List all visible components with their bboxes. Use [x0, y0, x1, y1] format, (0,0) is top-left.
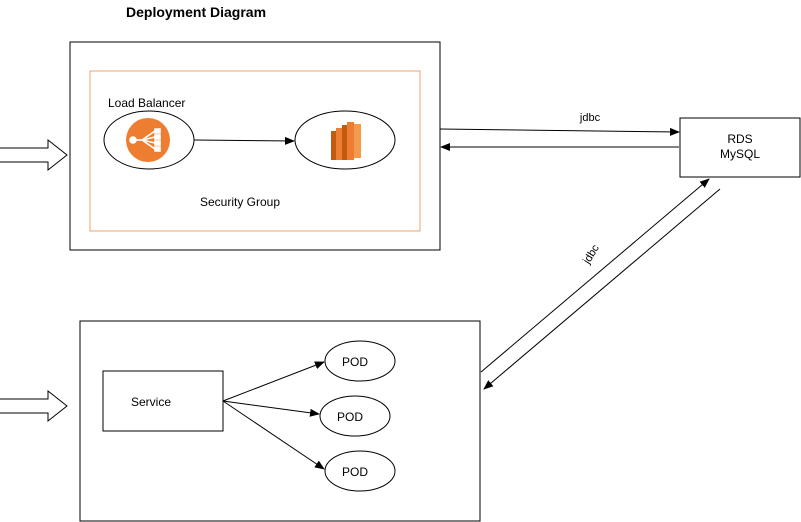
load-balancer-node[interactable] [103, 110, 195, 170]
pod-label: POD [342, 465, 368, 479]
rds-label: RDS [727, 132, 752, 146]
block-arrow-right-icon [0, 138, 68, 172]
load-balancer-label: Load Balancer [108, 96, 185, 110]
pod-label: POD [337, 410, 363, 424]
pod-label: POD [342, 355, 368, 369]
block-arrow-right-icon [0, 389, 68, 423]
service-to-pod-arrow[interactable] [222, 400, 320, 417]
lb-to-ec2-arrow[interactable] [193, 136, 295, 145]
top-to-rds-arrow[interactable] [439, 127, 680, 136]
service-box[interactable] [102, 370, 224, 432]
pod-node[interactable]: POD [324, 450, 396, 492]
top-jdbc-label: jdbc [579, 112, 601, 124]
bottom-to-rds-arrow[interactable] [480, 178, 710, 373]
diagram-title: Deployment Diagram [126, 4, 266, 20]
service-label: Service [131, 395, 171, 409]
service-to-pod-arrow[interactable] [222, 361, 325, 402]
pod-node[interactable]: POD [319, 395, 391, 437]
security-group-box[interactable] [89, 70, 421, 232]
mysql-label: MySQL [720, 147, 760, 161]
rds-mysql-box[interactable] [679, 117, 801, 178]
ec2-instance-icon [331, 122, 361, 160]
elastic-load-balancer-icon [126, 118, 170, 162]
ec2-instance-node[interactable] [294, 110, 396, 170]
rds-to-bottom-arrow[interactable] [483, 188, 721, 390]
pod-node[interactable]: POD [324, 340, 396, 382]
service-to-pod-arrow[interactable] [222, 400, 325, 470]
bottom-jdbc-label: jdbc [580, 242, 602, 267]
security-group-label: Security Group [200, 195, 280, 209]
